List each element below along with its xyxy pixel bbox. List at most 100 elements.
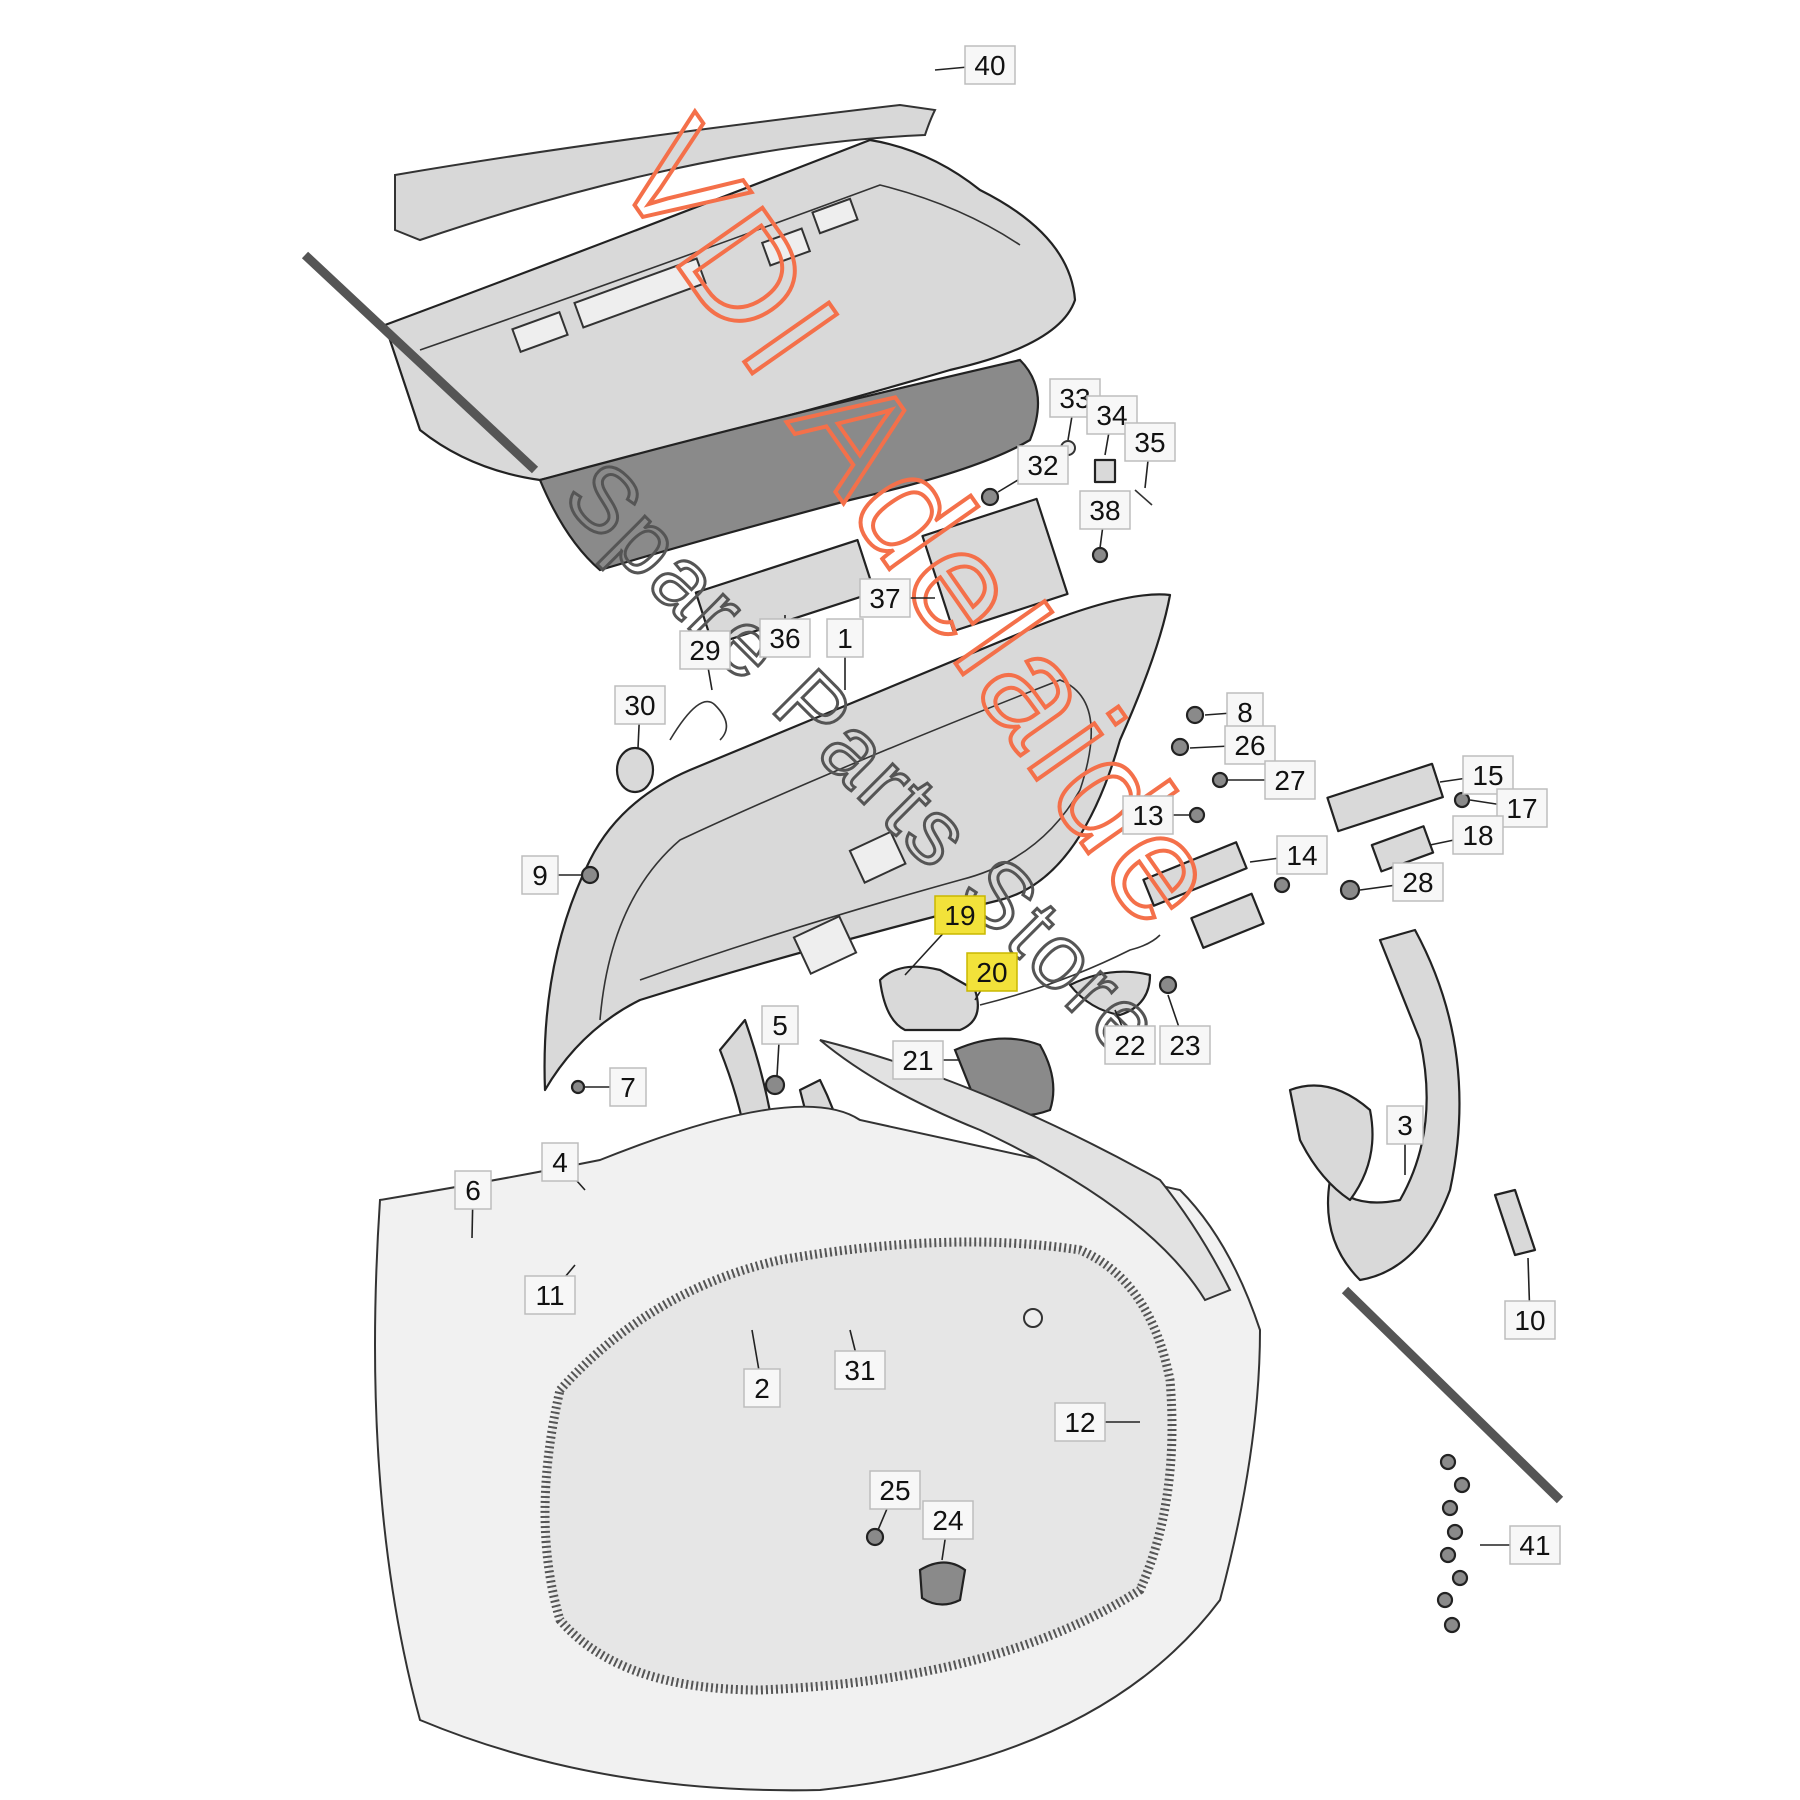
callout-box [1264, 760, 1316, 800]
callout-box [1122, 795, 1174, 835]
striker-22 [1068, 970, 1152, 1017]
callout-4: 4 [541, 1142, 586, 1191]
callout-box [743, 1368, 781, 1408]
callout-box [1496, 788, 1548, 828]
callout-40: 40 [934, 45, 1016, 85]
callout-box [834, 1350, 886, 1390]
callout-25: 25 [869, 1470, 921, 1531]
callout-36: 36 [759, 615, 811, 658]
callout-number: 31 [844, 1355, 875, 1386]
callout-number: 6 [465, 1175, 481, 1206]
rear-window-glass [394, 103, 937, 242]
callout-number: 40 [974, 50, 1005, 81]
callout-number: 27 [1274, 765, 1305, 796]
callout-17: 17 [1469, 788, 1548, 828]
callout-box [1124, 422, 1176, 462]
buffer-7 [570, 1079, 586, 1095]
callout-number: 1 [837, 623, 853, 654]
lock-motor-20 [878, 965, 979, 1032]
callout-41: 41 [1480, 1525, 1561, 1565]
cable-19 [979, 934, 1161, 1006]
callout-29: 29 [679, 630, 731, 691]
camera-18a [1370, 825, 1435, 873]
watermark-slash-left [301, 251, 539, 474]
callout-box [826, 618, 864, 658]
callout-box [1224, 725, 1276, 765]
callout-number: 33 [1059, 383, 1090, 414]
callout-box [892, 1040, 944, 1080]
callout-box [966, 952, 1018, 992]
bolt-set-41 [1436, 1453, 1471, 1634]
shelf-speaker-left [511, 310, 569, 354]
plug-9-lower [1023, 1308, 1043, 1328]
callout-12: 12 [1054, 1402, 1140, 1442]
callout-19: 19 [904, 895, 986, 976]
callout-number: 15 [1472, 760, 1503, 791]
lock-15 [1326, 762, 1444, 833]
boot-lid-lining [538, 358, 1040, 572]
clip-28 [1339, 879, 1361, 901]
bump-stop-10 [1493, 1188, 1537, 1257]
callout-box [1462, 755, 1514, 795]
callout-number: 24 [932, 1505, 963, 1536]
callout-number: 8 [1237, 697, 1253, 728]
callout-box [759, 618, 811, 658]
callout-number: 19 [944, 900, 975, 931]
hinge-right-3 [1326, 928, 1461, 1282]
callout-box [1509, 1525, 1561, 1565]
screw-17a [1453, 791, 1471, 809]
callout-11: 11 [524, 1264, 576, 1315]
callout-9: 9 [521, 855, 582, 895]
callout-box [1226, 692, 1264, 732]
callout-number: 30 [624, 690, 655, 721]
callout-box [859, 578, 911, 618]
boot-seal-12 [540, 1237, 1177, 1695]
licence-plate-holder [921, 497, 1069, 633]
callout-number: 34 [1096, 400, 1127, 431]
callout-7: 7 [585, 1067, 647, 1107]
callout-box [1452, 815, 1504, 855]
callout-number: 9 [532, 860, 548, 891]
callout-20: 20 [966, 952, 1018, 1001]
watermark-slash-right [1341, 1286, 1564, 1504]
nut-5 [764, 1074, 786, 1096]
callout-box [524, 1275, 576, 1315]
bolt-32 [980, 487, 1000, 507]
callout-21: 21 [892, 1040, 960, 1080]
callout-35: 35 [1124, 422, 1176, 489]
callout-2: 2 [743, 1329, 781, 1408]
callout-31: 31 [834, 1329, 886, 1390]
callout-10: 10 [1504, 1257, 1556, 1340]
callout-22: 22 [1104, 1009, 1156, 1065]
callout-number: 38 [1089, 495, 1120, 526]
callout-28: 28 [1359, 862, 1444, 902]
callout-box [521, 855, 559, 895]
callout-6: 6 [454, 1170, 492, 1239]
callout-3: 3 [1386, 1105, 1424, 1175]
callout-number: 5 [772, 1010, 788, 1041]
callout-box [1276, 835, 1328, 875]
bolt-23 [1158, 975, 1178, 995]
callout-box [869, 1470, 921, 1510]
callout-number: 37 [869, 583, 900, 614]
callout-number: 23 [1169, 1030, 1200, 1061]
callout-number: 25 [879, 1475, 910, 1506]
callout-30: 30 [614, 685, 666, 749]
callout-number: 14 [1286, 840, 1317, 871]
handle-14 [1142, 841, 1248, 907]
callout-box [934, 895, 986, 935]
callout-34: 34 [1086, 395, 1138, 456]
nut-17b [1273, 876, 1291, 894]
callout-24: 24 [922, 1500, 974, 1561]
callout-8: 8 [1204, 692, 1264, 732]
callout-number: 36 [769, 623, 800, 654]
callout-number: 26 [1234, 730, 1265, 761]
callout-box [454, 1170, 492, 1210]
camera-18b [1190, 892, 1265, 949]
callout-number: 12 [1064, 1407, 1095, 1438]
callout-5: 5 [761, 1005, 799, 1077]
hose-29 [669, 700, 728, 741]
callout-number: 41 [1519, 1530, 1550, 1561]
